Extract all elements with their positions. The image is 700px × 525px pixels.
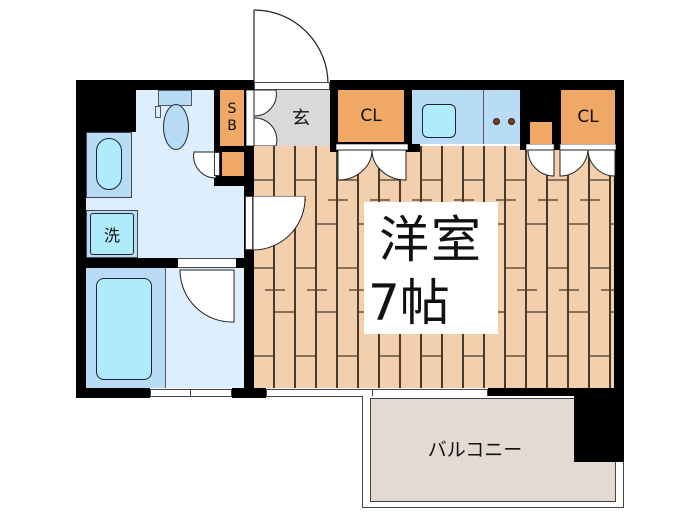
wall-corner-block <box>76 80 136 132</box>
wc-door-leaf <box>214 152 220 176</box>
front-door-swing <box>250 8 330 84</box>
closet-left-label: CL <box>360 106 382 126</box>
entrance[interactable]: 玄 <box>276 100 326 134</box>
room-door-opening <box>245 196 253 250</box>
closet-left[interactable]: CL <box>338 90 404 142</box>
bath-window <box>150 389 232 397</box>
wash-basin-bowl <box>96 138 122 190</box>
wall-bath-partition <box>76 258 254 268</box>
room-name-text: 洋室 <box>379 211 483 269</box>
balcony-pillar <box>574 396 624 462</box>
shoe-box-label-b: B <box>227 118 237 134</box>
stove-counter <box>484 90 520 144</box>
closet-left-doors <box>336 144 408 181</box>
wall-bottom-right <box>488 388 624 398</box>
balcony-window-divider <box>372 389 373 397</box>
wall-right <box>614 80 624 390</box>
wall-top-left <box>76 80 254 90</box>
washer-label: 洗 <box>103 226 120 245</box>
bath-door-opening <box>178 258 236 268</box>
western-room-name: 洋室 <box>364 204 498 269</box>
washer-box: 洗 <box>90 213 134 255</box>
bath-window-divider <box>190 389 191 397</box>
entrance-step <box>254 82 330 90</box>
bath-door-swing <box>179 269 235 323</box>
closet-right-label: CL <box>577 107 599 127</box>
wc-door-swing <box>193 151 217 179</box>
kitchen-sink[interactable] <box>422 104 456 138</box>
toilet-handle <box>155 106 161 118</box>
shoe-box[interactable]: S B <box>220 90 244 146</box>
stove-burner-2[interactable] <box>508 118 515 125</box>
room-label-plate <box>364 202 498 334</box>
wall-top-right <box>330 80 624 90</box>
toilet-bowl <box>163 104 189 150</box>
room-door-swing <box>253 196 306 251</box>
closet-right-doors <box>526 144 616 177</box>
stove-burner-1[interactable] <box>493 118 500 125</box>
wc-storage <box>222 152 244 176</box>
wall-bottom-left <box>76 388 150 398</box>
bathtub[interactable] <box>96 278 152 380</box>
sb-door-swing <box>246 90 278 146</box>
balcony-label: バルコニー <box>427 438 523 461</box>
balcony-label-box: バルコニー <box>390 428 560 468</box>
small-storage[interactable] <box>530 122 552 146</box>
wall-left <box>76 80 86 398</box>
western-room-size: 7帖 <box>364 268 498 332</box>
entrance-label: 玄 <box>292 108 310 129</box>
room-size-text: 7帖 <box>368 274 450 332</box>
shoe-box-label-s: S <box>227 101 237 117</box>
closet-right[interactable]: CL <box>561 90 615 144</box>
